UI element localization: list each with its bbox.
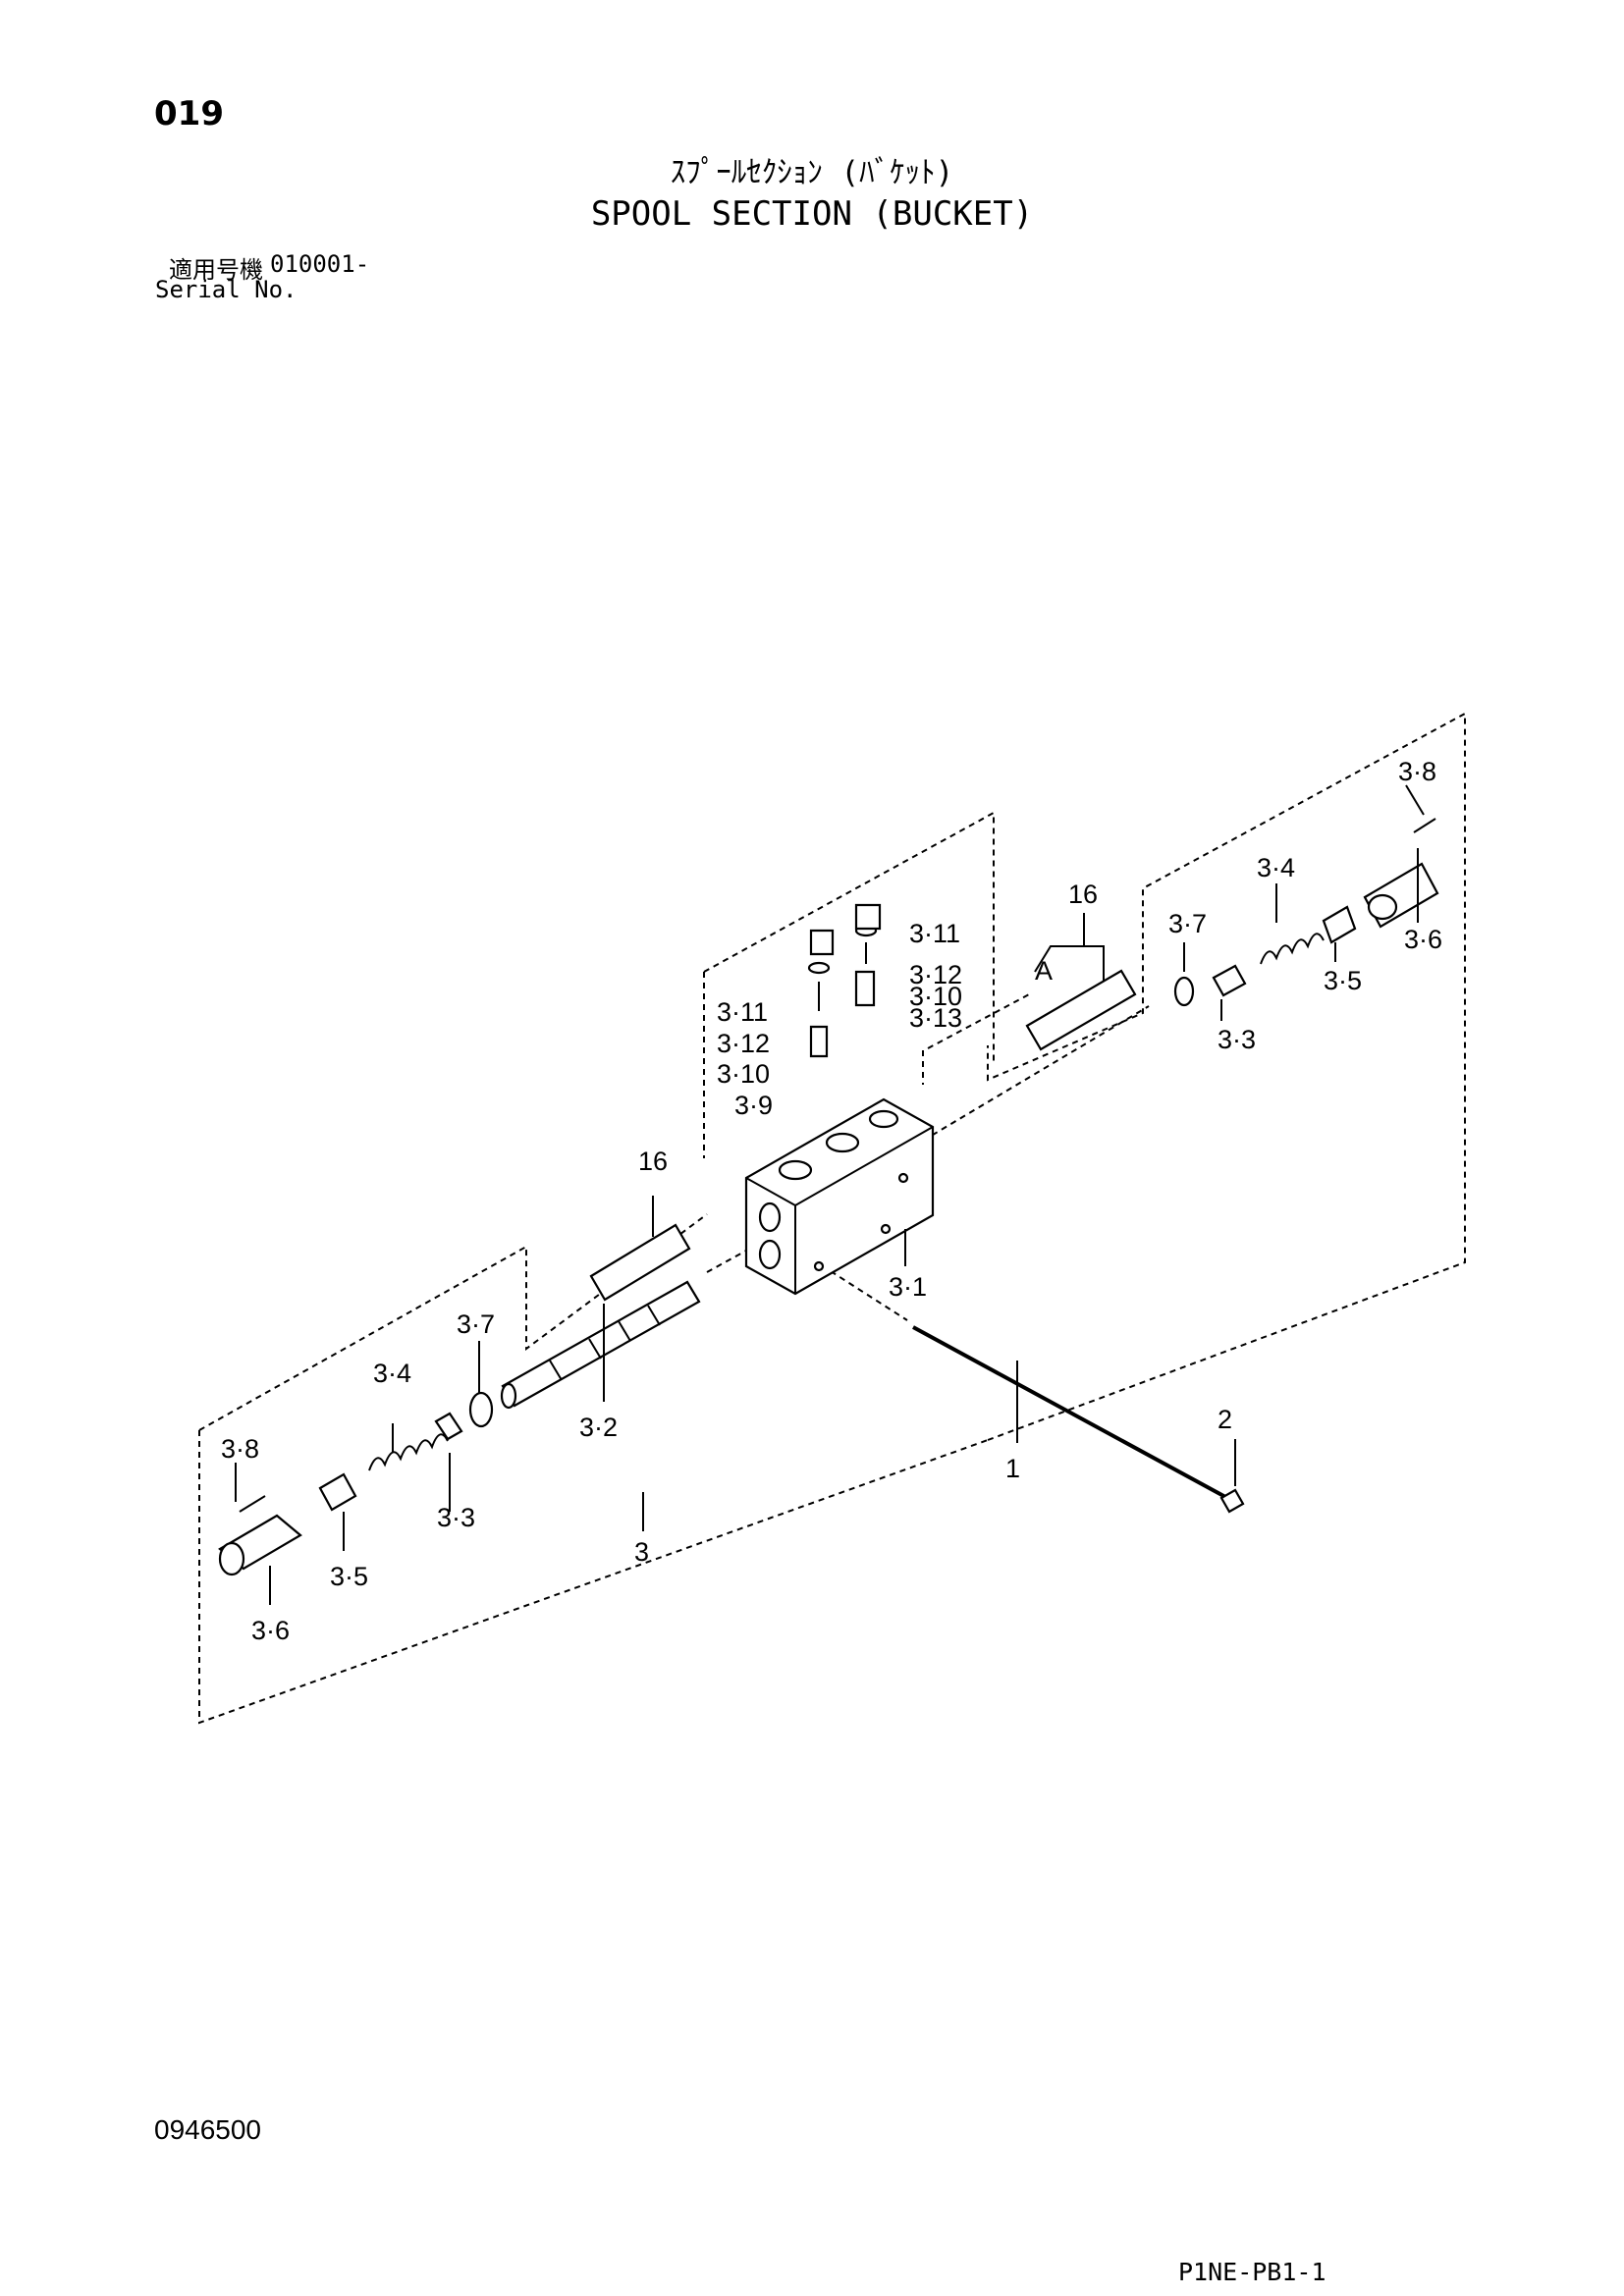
relief-valve-left	[589, 1223, 691, 1302]
serial-number-range: 010001-	[270, 250, 370, 278]
callout-3-10-right: 3·10	[909, 982, 962, 1011]
callout-2: 2	[1218, 1405, 1232, 1434]
serial-label-japanese: 適用号機	[169, 256, 263, 284]
bolt-right	[1413, 818, 1436, 833]
callout-3-9: 3·9	[734, 1091, 773, 1120]
callout-3-12-right: 3·12	[909, 960, 962, 989]
alignment-axes	[706, 992, 1150, 1321]
o-ring-3-12-left	[807, 961, 831, 975]
spring-seat-left	[434, 1412, 463, 1441]
callout-labels: 1 2 3 3·1 3·2 3·3 3·3 3·4 3·4 3·5 3·5 3·…	[221, 757, 1442, 1645]
spool	[500, 1280, 701, 1410]
callout-3-10-left: 3·10	[717, 1059, 770, 1089]
callout-a: A	[1035, 956, 1053, 986]
callout-3-12-left: 3·12	[717, 1029, 770, 1058]
poppet-3-13	[854, 970, 876, 1007]
plug-3-11-right	[854, 903, 882, 931]
leader-lines	[343, 784, 1425, 1551]
callout-3-6-right: 3·6	[1404, 925, 1442, 954]
callout-3: 3	[634, 1537, 649, 1567]
callout-3-5-left: 3·5	[330, 1562, 368, 1591]
callout-3-2: 3·2	[579, 1413, 618, 1442]
serial-label-english: Serial No.	[155, 276, 298, 303]
spring-right	[1260, 933, 1325, 965]
spring-cap-left	[318, 1472, 357, 1512]
relief-valves	[589, 945, 1137, 1302]
callout-16-right: 16	[1068, 880, 1098, 909]
callout-3-4-left: 3·4	[373, 1359, 411, 1388]
callout-3-5-right: 3·5	[1324, 966, 1362, 995]
dashed-group-outlines	[198, 712, 1466, 1725]
left-components	[218, 1391, 494, 1605]
spring-seat-right	[1322, 905, 1357, 944]
callout-3-4-right: 3·4	[1257, 853, 1295, 882]
callout-3-3-left: 3·3	[437, 1503, 475, 1532]
callout-3-3-right: 3·3	[1218, 1025, 1256, 1054]
o-ring-left	[468, 1391, 494, 1428]
callout-3-1: 3·1	[889, 1272, 927, 1302]
plug-3-11-left	[809, 929, 835, 956]
callout-3-13: 3·13	[909, 1003, 962, 1033]
nut	[1219, 1488, 1245, 1514]
callout-3-8-left: 3·8	[221, 1434, 259, 1464]
right-components	[1173, 818, 1439, 1007]
top-small-parts	[807, 903, 882, 1058]
document-code: 0946500	[154, 2114, 262, 2145]
callout-3-7-left: 3·7	[457, 1309, 495, 1339]
valve-body	[744, 1097, 935, 1296]
callout-3-11-left: 3·11	[717, 997, 768, 1027]
callout-3-7-right: 3·7	[1168, 909, 1207, 938]
spring-left	[368, 1433, 449, 1471]
callout-3-11-right: 3·11	[909, 919, 960, 948]
callout-3-6-left: 3·6	[251, 1616, 290, 1645]
page-code: P1NE-PB1-1	[1178, 2258, 1326, 2286]
callout-3-8-right: 3·8	[1398, 757, 1436, 786]
title-english: SPOOL SECTION (BUCKET)	[590, 194, 1034, 234]
tie-bolt	[912, 1325, 1245, 1514]
o-ring-right	[1173, 976, 1195, 1007]
spring-cap-right	[1212, 964, 1247, 997]
callout-16-left: 16	[638, 1147, 668, 1176]
relief-valve-right	[1025, 969, 1137, 1051]
title-japanese: ｽﾌﾟｰﾙｾｸｼｮﾝ (ﾊﾞｹｯﾄ)	[670, 155, 954, 190]
page-number: 019	[154, 94, 224, 133]
poppet-3-9	[809, 1025, 829, 1058]
bolt-left	[239, 1495, 266, 1513]
callout-1: 1	[1005, 1454, 1020, 1483]
